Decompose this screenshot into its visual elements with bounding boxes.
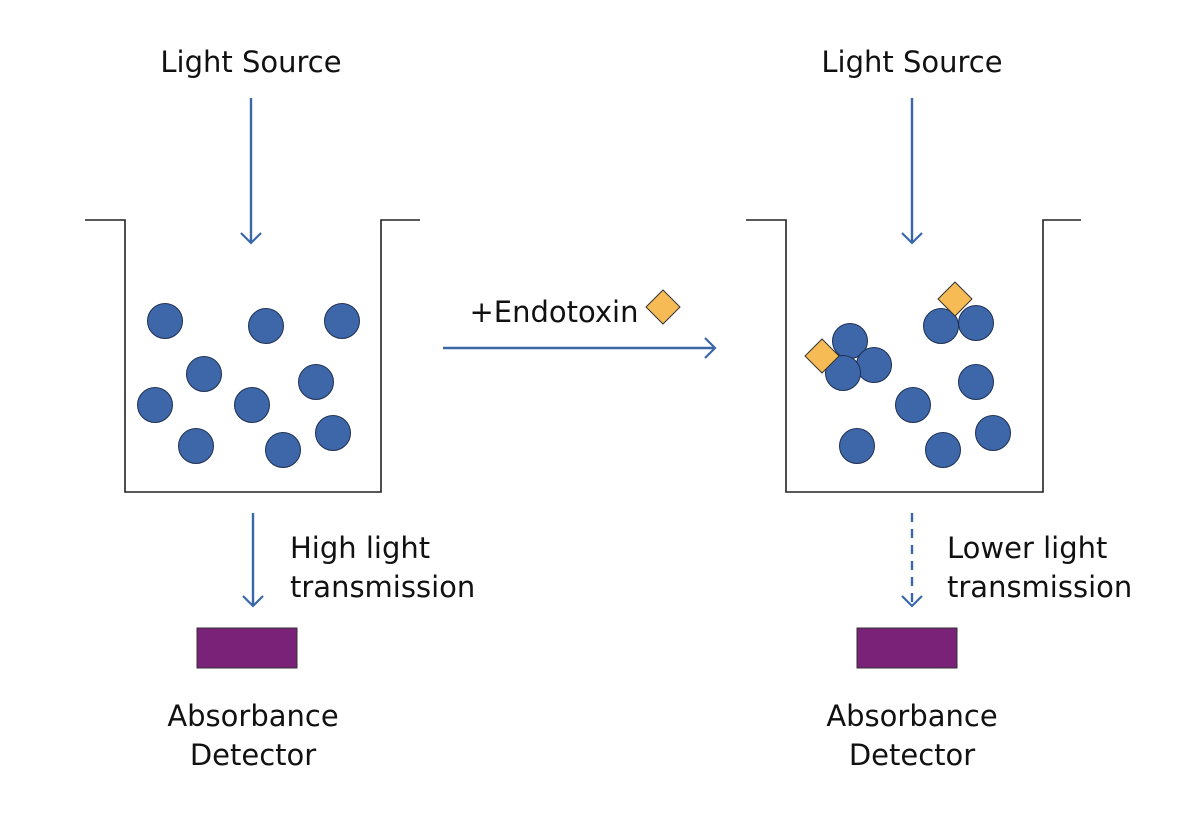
bead (265, 432, 301, 468)
left-panel: Light Source High light transmission Abs… (85, 45, 475, 772)
bound-endotoxin (804, 281, 973, 374)
left-light-source-label: Light Source (160, 45, 341, 79)
right-panel: Light Source Lower light transmission Ab… (746, 45, 1132, 772)
left-beads (137, 303, 360, 468)
left-vessel (85, 219, 420, 493)
reaction-step: +Endotoxin (443, 289, 717, 359)
bead (975, 415, 1011, 451)
right-vessel (746, 219, 1081, 493)
bead (958, 305, 994, 341)
bead (147, 303, 183, 339)
left-detector-label-line2: Detector (190, 738, 316, 772)
bead (895, 387, 931, 423)
bead (839, 428, 875, 464)
left-transmission-label-line1: High light (290, 531, 430, 565)
bead (178, 428, 214, 464)
bead (825, 355, 861, 391)
left-detector-label-line1: Absorbance (167, 699, 338, 733)
endotoxin-diamond-icon (937, 281, 973, 317)
bead (248, 308, 284, 344)
right-transmission-label-line2: transmission (947, 570, 1132, 604)
bead (298, 364, 334, 400)
bead (324, 303, 360, 339)
endotoxin-label: +Endotoxin (470, 295, 639, 329)
right-detector-label-line1: Absorbance (826, 699, 997, 733)
endotoxin-diamond-icon (645, 289, 681, 325)
right-transmission-label-line1: Lower light (947, 531, 1107, 565)
bead (137, 387, 173, 423)
left-transmission-label-line2: transmission (290, 570, 475, 604)
bead (315, 415, 351, 451)
right-light-source-label: Light Source (821, 45, 1002, 79)
endotoxin-diamond-icon (804, 338, 840, 374)
bead (925, 432, 961, 468)
left-absorbance-detector (196, 627, 298, 669)
bead (234, 387, 270, 423)
bead (958, 364, 994, 400)
right-detector-label-line2: Detector (849, 738, 975, 772)
right-absorbance-detector (856, 627, 958, 669)
bead (186, 356, 222, 392)
right-beads (825, 305, 1011, 468)
bead (856, 347, 892, 383)
